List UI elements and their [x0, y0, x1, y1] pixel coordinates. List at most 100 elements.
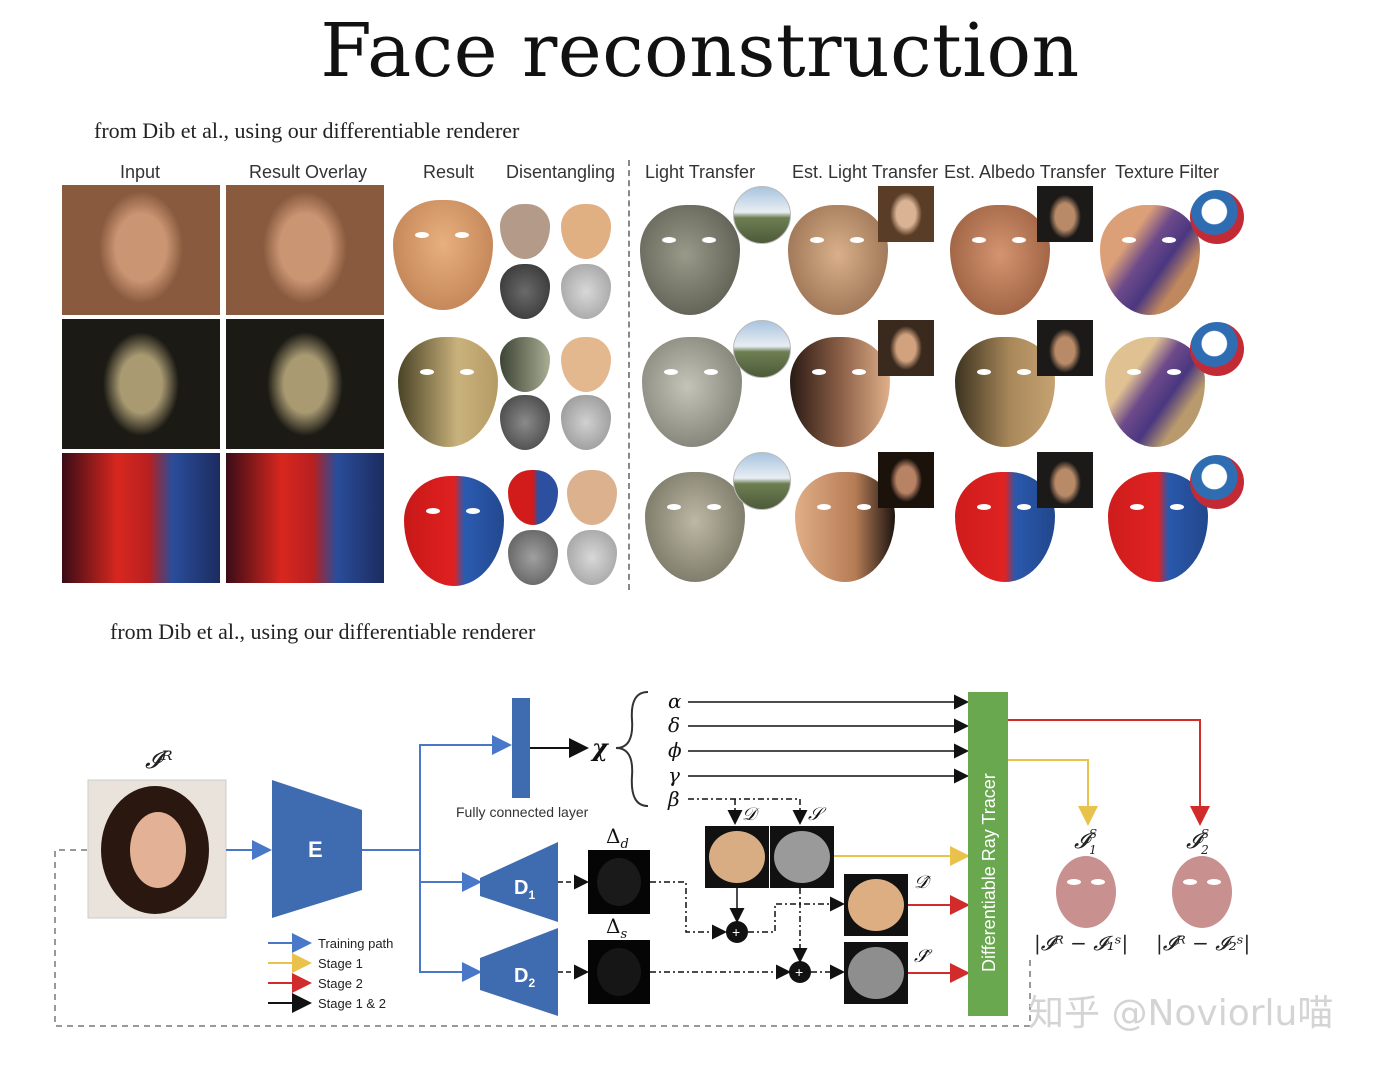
decoder2-letter: D	[514, 965, 528, 987]
input-photo-row2	[62, 319, 220, 449]
stage1-output-path	[1008, 759, 1098, 826]
est-light-face-row2	[790, 337, 890, 447]
legend-label-stage1: Stage 1	[318, 956, 363, 971]
output1-superscript: S	[1089, 827, 1097, 841]
encoder-block	[272, 780, 362, 918]
est-albedo-face-row1	[950, 205, 1050, 315]
delta-s-symbol: Δ	[606, 914, 620, 938]
watermark: 知乎 @Noviorlu喵	[1028, 993, 1334, 1034]
output1-eye-left	[1067, 879, 1081, 885]
param-gamma: γ	[668, 763, 680, 787]
input-label: 𝓘ᴿ	[145, 746, 173, 774]
chi-label: χ	[590, 733, 609, 762]
albedo-portrait-row2	[1037, 320, 1093, 376]
delta-s-face	[597, 948, 641, 996]
filter-logo-row1	[1190, 190, 1244, 244]
specular-face-row3	[567, 530, 617, 585]
reference-portrait-row2	[878, 320, 934, 376]
input-face	[130, 812, 186, 888]
base-diffuse-face	[709, 831, 765, 883]
albedo-portrait-row3	[1037, 452, 1093, 508]
column-header-est-albedo-transfer: Est. Albedo Transfer	[944, 162, 1107, 182]
decoder1-letter: D	[514, 877, 528, 899]
diffuse-face-row2	[561, 337, 611, 392]
column-header-input: Input	[120, 162, 161, 182]
diffuse-face-row3	[567, 470, 617, 525]
path-to-d2	[419, 882, 482, 982]
output2-eye-right	[1207, 879, 1221, 885]
reference-portrait-row3	[878, 452, 934, 508]
column-header-result-overlay: Result Overlay	[249, 162, 368, 182]
albedo-portrait-row1	[1037, 186, 1093, 242]
decoder1-label: D1	[514, 877, 535, 902]
param-beta: β	[667, 787, 680, 811]
page-title: Face reconstruction	[320, 8, 1080, 94]
reference-portrait-row1	[878, 186, 934, 242]
filter-logo-row2	[1190, 322, 1244, 376]
decoder2-label: D2	[514, 965, 535, 990]
section-divider	[628, 160, 630, 590]
param-delta: δ	[668, 713, 680, 737]
sum-node-diffuse	[726, 921, 748, 943]
environment-map-row3	[733, 452, 791, 510]
light-transfer-face-row1	[640, 205, 740, 315]
legend-label-stage12: Stage 1 & 2	[318, 996, 386, 1011]
architecture-diagram: 𝓘ᴿ E Fully connected layer χ α δ ϕ γ β 𝒟…	[54, 689, 1250, 1027]
legend-label-training: Training path	[318, 936, 393, 951]
param-phi: ϕ	[668, 738, 682, 762]
environment-map-row2	[733, 320, 791, 378]
loss1-label: |𝓘ᴿ − 𝓘₁ˢ|	[1034, 931, 1128, 956]
output1-eye-right	[1091, 879, 1105, 885]
column-header-est-light-transfer: Est. Light Transfer	[792, 162, 939, 182]
albedo-face-row2	[500, 337, 550, 392]
delta-d-face	[597, 858, 641, 906]
label-S: 𝒮	[808, 804, 827, 825]
sum-to-Dhat	[748, 896, 845, 933]
result-face-row1	[393, 200, 493, 310]
decoder2-subscript: 2	[528, 976, 535, 990]
overlay-photo-row3	[226, 453, 384, 583]
texture-filter-face-row2	[1105, 337, 1205, 447]
input-photo-row3	[62, 453, 220, 583]
feedback-loop	[54, 849, 1031, 1027]
delta-d-subscript: d	[620, 837, 628, 852]
decoder1-subscript: 1	[528, 888, 535, 902]
stage2-output-path	[1008, 719, 1210, 826]
albedo-face-row3	[508, 470, 558, 525]
decoder1-block	[480, 842, 558, 922]
specular-face-row1	[561, 264, 611, 319]
decoder2-block	[480, 928, 558, 1016]
shading-face-row1	[500, 264, 550, 319]
caption-bottom: from Dib et al., using our differentiabl…	[110, 619, 536, 644]
sum-node-diffuse-symbol: +	[732, 924, 740, 940]
column-header-result: Result	[423, 162, 475, 182]
output2-subscript: 2	[1200, 843, 1209, 857]
shading-face-row2	[500, 395, 550, 450]
shading-face-row3	[508, 530, 558, 585]
light-transfer-face-row2	[642, 337, 742, 447]
output1-face	[1056, 856, 1116, 928]
encoder-label: E	[308, 837, 323, 862]
label-Dhat: 𝒟̂	[914, 872, 932, 893]
loss2-label: |𝓘ᴿ − 𝓘₂ˢ|	[1156, 931, 1250, 956]
result-face-row2	[398, 337, 498, 447]
albedo-face-row1	[500, 204, 550, 259]
output1-subscript: 1	[1089, 843, 1097, 857]
sum-node-specular	[789, 961, 811, 983]
delta-d-label: Δd	[606, 824, 629, 852]
light-transfer-face-row3	[645, 472, 745, 582]
base-specular-face	[774, 831, 830, 883]
filter-logo-row3	[1190, 455, 1244, 509]
ray-tracer-block	[968, 692, 1008, 1016]
texture-filter-face-row1	[1100, 205, 1200, 315]
refined-specular-face	[848, 947, 904, 999]
delta-d-symbol: Δ	[606, 824, 620, 848]
specular-face-row2	[561, 395, 611, 450]
input-photo-row1	[62, 185, 220, 315]
column-header-light-transfer: Light Transfer	[645, 162, 756, 182]
overlay-photo-row1	[226, 185, 384, 315]
overlay-photo-row2	[226, 319, 384, 449]
path-encoder-split	[362, 735, 512, 851]
